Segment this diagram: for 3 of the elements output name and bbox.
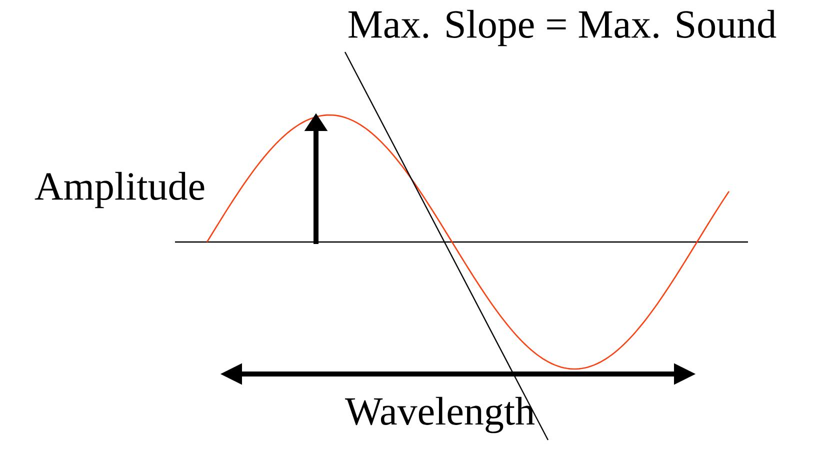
label-text: Amplitude: [34, 172, 204, 208]
label-text: Wavelength: [345, 396, 535, 434]
label-text: Max. Slope = Max. Sound: [348, 10, 776, 46]
